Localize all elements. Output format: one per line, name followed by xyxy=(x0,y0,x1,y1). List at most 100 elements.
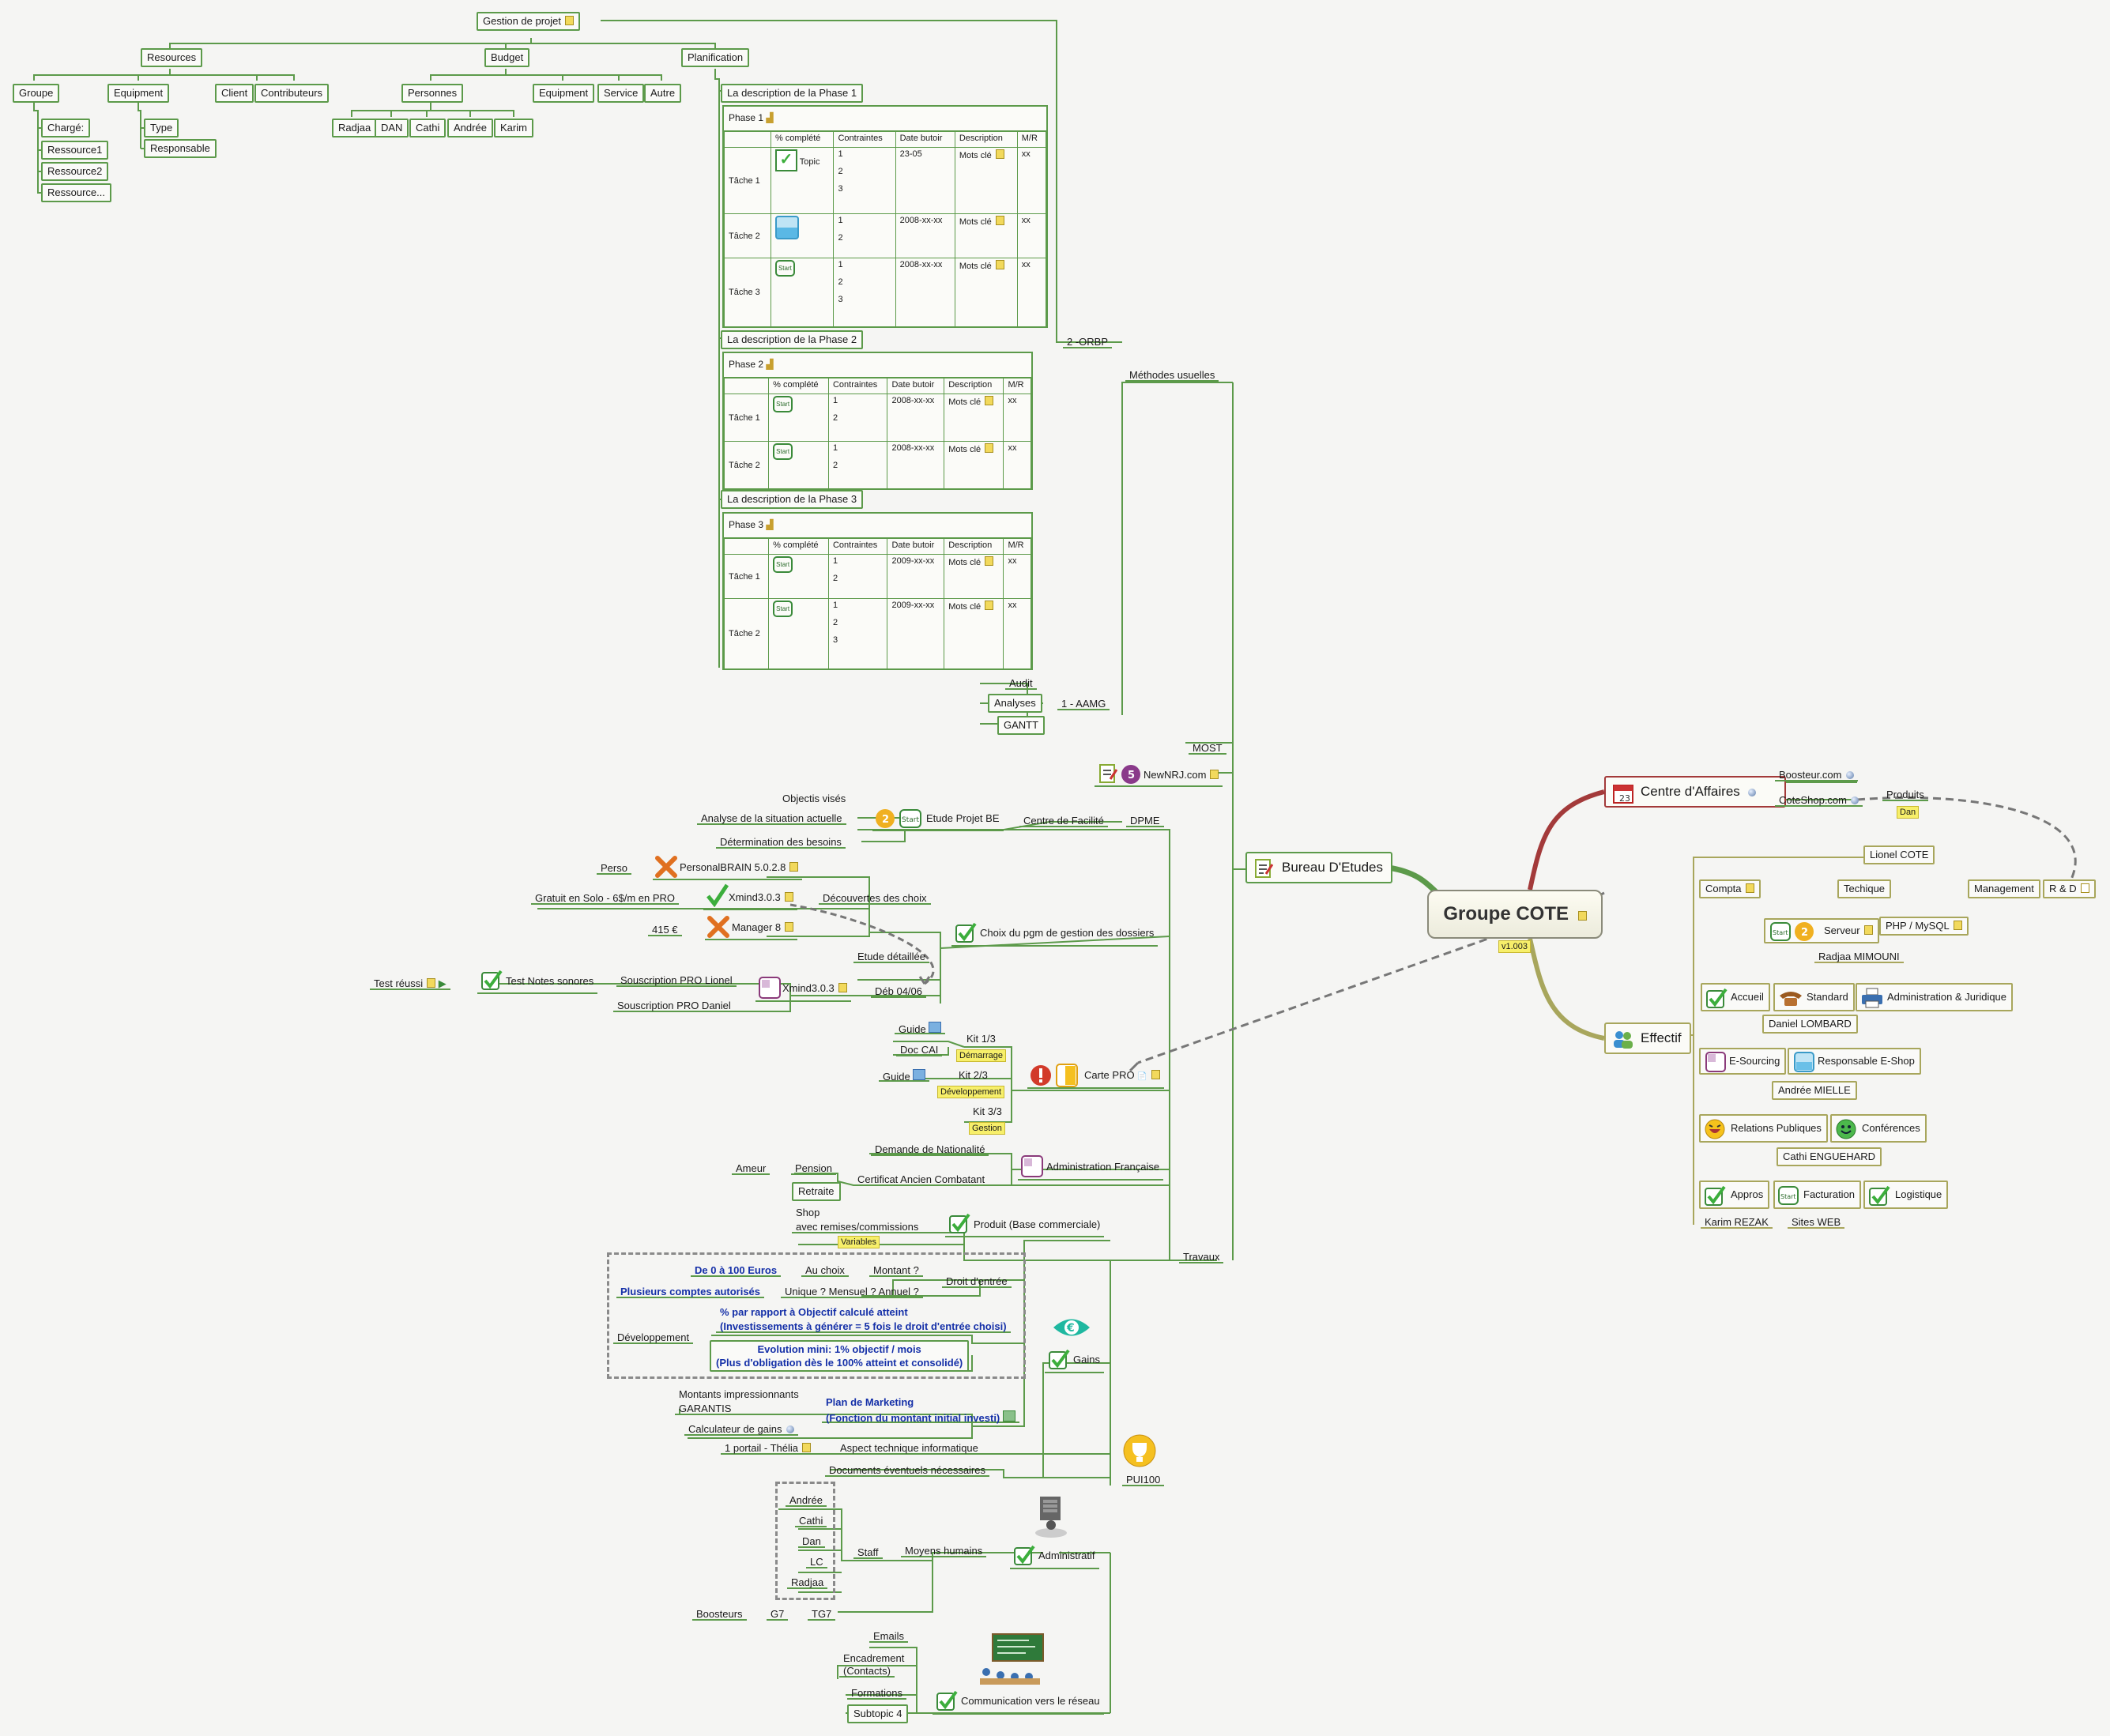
topic-kit1[interactable]: Kit 1/3 xyxy=(966,1033,996,1045)
topic-guide1[interactable]: Guide xyxy=(895,1021,946,1035)
topic-deb[interactable]: Déb 04/06 xyxy=(871,985,926,998)
topic-calculateur[interactable]: Calculateur de gains xyxy=(684,1422,798,1436)
topic-analyses[interactable]: Analyses xyxy=(988,694,1042,713)
topic-cathi-staff[interactable]: Cathi xyxy=(795,1514,827,1527)
topic-unique[interactable]: Unique ? Mensuel ? Annuel ? xyxy=(781,1285,923,1298)
central-topic[interactable]: Groupe COTE xyxy=(1427,890,1603,939)
topic-g7[interactable]: G7 xyxy=(767,1607,789,1621)
topic-avec-remises[interactable]: avec remises/commissions xyxy=(792,1220,923,1233)
topic-documents[interactable]: Documents éventuels nécessaires xyxy=(825,1463,989,1477)
topic-gratuit[interactable]: Gratuit en Solo - 6$/m en PRO xyxy=(531,891,680,905)
topic-radjaa-mimouni[interactable]: Radjaa MIMOUNI xyxy=(1814,950,1904,963)
topic-relations-publiques[interactable]: Relations Publiques xyxy=(1699,1114,1828,1143)
topic-pct1[interactable]: % par rapport à Objectif calculé atteint xyxy=(720,1306,908,1318)
centre-topic[interactable]: 23 Centre d'Affaires xyxy=(1604,776,1786,808)
topic-montants[interactable]: Montants impressionnants xyxy=(679,1388,799,1400)
topic-produit[interactable]: Produit (Base commerciale) xyxy=(945,1213,1105,1237)
topic-shop[interactable]: Shop xyxy=(796,1207,820,1218)
cell[interactable] xyxy=(770,213,835,258)
topic-newnrj[interactable]: 5 NewNRJ.com xyxy=(1095,764,1223,787)
topic-determination[interactable]: Détermination des besoins xyxy=(716,835,846,849)
topic-de0[interactable]: De 0 à 100 Euros xyxy=(691,1263,782,1277)
topic-montant[interactable]: Montant ? xyxy=(869,1263,923,1277)
topic-resp-eshop[interactable]: Responsable E-Shop xyxy=(1788,1048,1921,1075)
topic-service[interactable]: Service xyxy=(597,84,645,103)
topic-karim[interactable]: Karim xyxy=(494,119,533,137)
topic-moyens[interactable]: Moyens humains xyxy=(901,1544,987,1557)
topic-prix[interactable]: 415 € xyxy=(648,923,682,936)
topic-produits[interactable]: Produits xyxy=(1882,788,1928,801)
topic-equipment-2[interactable]: Equipment xyxy=(533,84,595,103)
cell[interactable]: Start xyxy=(768,441,829,489)
topic-test-reussi[interactable]: Test réussi ▶ xyxy=(370,977,450,990)
topic-cathi[interactable]: Cathi xyxy=(409,119,446,137)
topic-radjaa[interactable]: Radjaa xyxy=(332,119,378,137)
topic-dan-staff[interactable]: Dan xyxy=(798,1535,825,1548)
topic-planification[interactable]: Planification xyxy=(681,48,750,67)
topic-dan[interactable]: DAN xyxy=(375,119,409,137)
topic-accueil[interactable]: Accueil xyxy=(1701,983,1770,1011)
topic-perso[interactable]: Perso xyxy=(597,861,631,875)
topic-certificat[interactable]: Certificat Ancien Combatant xyxy=(853,1173,989,1186)
topic-xmind-2[interactable]: Xmind3.0.3 xyxy=(755,977,851,1002)
topic-evolution[interactable]: Evolution mini: 1% objectif / mois (Plus… xyxy=(710,1340,970,1372)
topic-charge[interactable]: Chargé: xyxy=(41,119,91,137)
topic-staff[interactable]: Staff xyxy=(853,1546,883,1559)
topic-droit-entree[interactable]: Droit d'entrée xyxy=(942,1275,1012,1288)
bureau-topic[interactable]: Bureau D'Etudes xyxy=(1245,852,1392,883)
topic-autre[interactable]: Autre xyxy=(644,84,682,103)
topic-aamg[interactable]: 1 - AAMG xyxy=(1057,697,1110,710)
topic-personnes[interactable]: Personnes xyxy=(401,84,464,103)
topic-boosteur[interactable]: Boosteur.com xyxy=(1775,768,1858,781)
topic-carte-pro[interactable]: Carte PRO 📄 xyxy=(1027,1064,1164,1089)
topic-guide2[interactable]: Guide xyxy=(879,1068,930,1083)
topic-choix-pgm[interactable]: Choix du pgm de gestion des dossiers xyxy=(951,921,1159,947)
topic-lc-staff[interactable]: LC xyxy=(806,1555,827,1568)
topic-formations[interactable]: Formations xyxy=(847,1686,907,1700)
cell[interactable]: Start xyxy=(768,554,829,599)
topic-contacts[interactable]: (Contacts) xyxy=(839,1664,895,1678)
topic-garantis[interactable]: GARANTIS xyxy=(675,1402,736,1415)
topic-travaux[interactable]: Travaux xyxy=(1179,1250,1224,1263)
topic-tg7[interactable]: TG7 xyxy=(808,1607,836,1621)
cell[interactable]: Start xyxy=(768,598,829,669)
topic-test-notes[interactable]: Test Notes sonores xyxy=(477,970,598,994)
topic-client[interactable]: Client xyxy=(215,84,254,103)
topic-xmind[interactable]: Xmind3.0.3 xyxy=(703,883,797,910)
topic-ameur[interactable]: Ameur xyxy=(732,1162,771,1175)
topic-pui100[interactable]: PUI100 xyxy=(1122,1473,1165,1486)
topic-communication[interactable]: Communication vers le réseau xyxy=(933,1689,1104,1715)
topic-developpement[interactable]: Développement xyxy=(613,1331,694,1344)
cell[interactable]: Start xyxy=(770,258,835,327)
phase1-header[interactable]: Phase 1 ▟ xyxy=(724,107,1046,131)
topic-aspect-technique[interactable]: Aspect technique informatique xyxy=(836,1441,982,1455)
topic-orbp[interactable]: 2 -ORBP xyxy=(1063,335,1113,348)
topic-most[interactable]: MOST xyxy=(1189,741,1226,755)
topic-objectis[interactable]: Objectis visés xyxy=(782,793,846,804)
topic-groupe[interactable]: Groupe xyxy=(13,84,60,103)
topic-compta[interactable]: Compta xyxy=(1699,879,1761,898)
cell[interactable]: Start xyxy=(768,394,829,442)
topic-logistique[interactable]: Logistique xyxy=(1863,1181,1949,1209)
topic-cathi-enguehard[interactable]: Cathi ENGUEHARD xyxy=(1777,1147,1882,1166)
topic-conferences[interactable]: Conférences xyxy=(1830,1114,1927,1143)
topic-karim-rezak[interactable]: Karim REZAK xyxy=(1701,1215,1773,1229)
topic-andree-staff[interactable]: Andrée xyxy=(786,1493,827,1507)
topic-pct2[interactable]: (Investissements à générer = 5 fois le d… xyxy=(716,1320,1011,1333)
topic-daniel-lombard[interactable]: Daniel LOMBARD xyxy=(1762,1015,1858,1034)
topic-doc-cai[interactable]: Doc CAI xyxy=(896,1043,943,1056)
topic-facturation[interactable]: Start Facturation xyxy=(1773,1181,1862,1209)
topic-desc-phase2[interactable]: La description de la Phase 2 xyxy=(721,330,864,349)
topic-plan1[interactable]: Plan de Marketing xyxy=(826,1396,914,1408)
topic-desc-phase3[interactable]: La description de la Phase 3 xyxy=(721,490,864,509)
topic-lionel[interactable]: Lionel COTE xyxy=(1863,845,1935,864)
topic-radjaa-staff[interactable]: Radjaa xyxy=(787,1576,828,1589)
topic-subtopic4[interactable]: Subtopic 4 xyxy=(847,1704,909,1723)
topic-standard[interactable]: Standard xyxy=(1773,983,1855,1011)
topic-retraite[interactable]: Retraite xyxy=(792,1182,841,1201)
topic-analyse[interactable]: Analyse de la situation actuelle xyxy=(697,812,846,825)
topic-contributeurs[interactable]: Contributeurs xyxy=(254,84,330,103)
topic-type[interactable]: Type xyxy=(144,119,179,137)
topic-admin-juridique[interactable]: Administration & Juridique xyxy=(1856,983,2014,1011)
topic-portail[interactable]: 1 portail - Thélia xyxy=(721,1441,815,1455)
